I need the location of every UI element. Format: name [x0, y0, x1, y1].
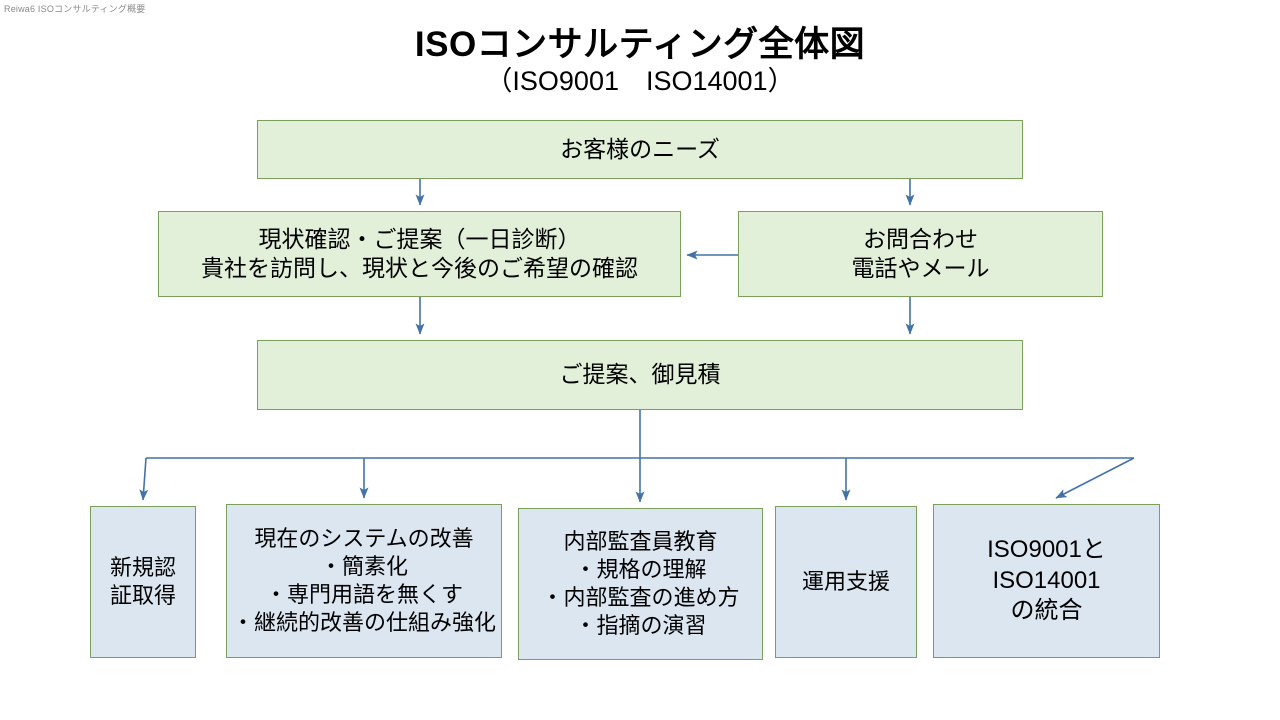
connector-proposal-to-new-cert — [139, 457, 149, 501]
page-title: ISOコンサルティング全体図 — [414, 25, 866, 64]
node-customer-needs[interactable]: お客様のニーズ — [257, 120, 1023, 179]
node-new-certification[interactable]: 新規認 証取得 — [90, 506, 196, 658]
connector-proposal-to-integration — [1055, 457, 1135, 499]
node-system-improvement[interactable]: 現在のシステムの改善 ・簡素化 ・専門用語を無くす ・継続的改善の仕組み強化 — [226, 504, 502, 658]
connector-proposal-trunk — [146, 410, 1134, 459]
node-internal-auditor-training[interactable]: 内部監査員教育 ・規格の理解 ・内部監査の進め方 ・指摘の演習 — [518, 508, 763, 660]
node-proposal-quotation[interactable]: ご提案、御見積 — [257, 340, 1023, 410]
node-operation-support[interactable]: 運用支援 — [775, 506, 917, 658]
node-standards-integration[interactable]: ISO9001と ISO14001 の統合 — [933, 504, 1160, 658]
node-current-state-assessment[interactable]: 現状確認・ご提案（一日診断） 貴社を訪問し、現状と今後のご希望の確認 — [158, 211, 681, 297]
page-subtitle: （ISO9001 ISO14001） — [485, 66, 795, 96]
node-inquiry[interactable]: お問合わせ 電話やメール — [738, 211, 1103, 297]
header-note: Reiwa6 ISOコンサルティング概要 — [4, 4, 146, 14]
